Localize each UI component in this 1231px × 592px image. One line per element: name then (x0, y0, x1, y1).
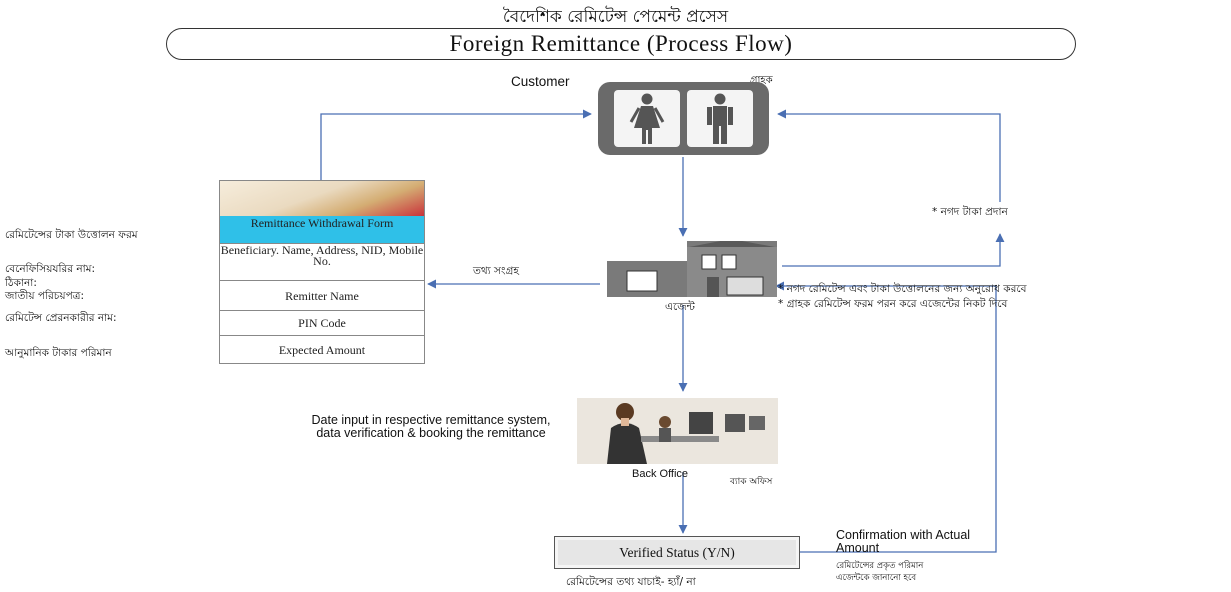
title-bengali: বৈদেশিক রেমিটেন্স পেমেন্ট প্রসেস (502, 7, 729, 27)
edge-form-to-customer (320, 109, 592, 180)
verified-caption-bn: রেমিটেন্সের তথ্য যাচাই- হ্যাঁ/ না (566, 576, 696, 588)
edge-verified-to-agent (775, 281, 997, 553)
verified-status-box: Verified Status (Y/N) (554, 536, 800, 569)
back-office-label: Back Office (632, 468, 689, 480)
agent-label: এজেন্ট (665, 301, 695, 313)
form-title: Remittance Withdrawal Form (220, 216, 424, 243)
form-header-image (220, 181, 424, 216)
label-bn-remitter: রেমিটেন্স প্রেরনকারীর নাম: (5, 312, 117, 324)
edge-label-cash-payment: * নগদ টাকা প্রদান (932, 206, 1008, 218)
customer-label: Customer (511, 74, 570, 89)
agent-note-1: * নগদ রেমিটেন্স এবং টাকা উত্তোলনের জন্য … (778, 283, 1027, 295)
confirmation-bn-2: এজেন্টকে জানানো হবে (836, 573, 917, 583)
label-bn-form-title: রেমিটেন্সের টাকা উত্তোলন ফরম (5, 229, 138, 241)
agent-note-2: * গ্রাহক রেমিটেন্স ফরম পরন করে এজেন্টের … (778, 298, 1008, 310)
customer-label-bn: গ্রাহক (750, 75, 773, 86)
form-field-remitter: Remitter Name (220, 280, 424, 311)
form-field-amount: Expected Amount (220, 335, 424, 364)
office-workers-image (577, 398, 778, 464)
data-input-note: Date input in respective remittance syst… (311, 413, 551, 440)
female-figure-icon (629, 93, 665, 144)
back-office-label-bn: ব্যাক অফিস (730, 477, 773, 487)
male-figure-icon (707, 93, 733, 144)
edge-cash-to-customer (777, 109, 1001, 202)
edge-agent-to-cash (782, 233, 1005, 267)
customer-icon (598, 82, 769, 155)
confirmation-label: Confirmation with Actual Amount (836, 528, 971, 555)
confirmation-bn-1: রেমিটেন্সের প্রকৃত পরিমান (836, 561, 924, 571)
label-bn-beneficiary-name: বেনেফিসিয়যরির নাম: (5, 263, 96, 275)
title-en: Foreign Remittance (Process Flow) (166, 28, 1076, 60)
form-field-beneficiary: Beneficiary. Name, Address, NID, Mobile … (220, 243, 424, 280)
remittance-form: Remittance Withdrawal Form Beneficiary. … (219, 180, 425, 364)
edge-label-info-collection: তথ্য সংগ্রহ (473, 265, 519, 277)
label-bn-amount: আনুমানিক টাকার পরিমান (5, 347, 112, 359)
agent-house-icon (607, 241, 777, 297)
form-field-pin: PIN Code (220, 310, 424, 336)
label-bn-address: ঠিকানা: (5, 277, 37, 289)
label-bn-nid: জাতীয় পরিচয়পত্র: (5, 290, 84, 302)
back-office-photo (577, 398, 778, 464)
